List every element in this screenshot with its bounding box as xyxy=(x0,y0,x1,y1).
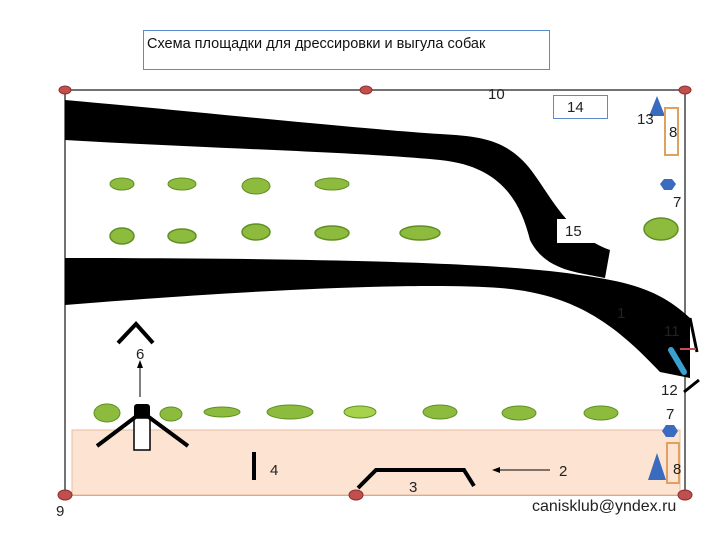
corner-posts xyxy=(57,85,693,501)
label-12: 12 xyxy=(661,382,678,399)
label-15: 15 xyxy=(565,223,582,240)
bush xyxy=(501,405,537,421)
label-7-bottom: 7 xyxy=(666,406,675,423)
bush xyxy=(241,223,271,241)
hurdle-5-box xyxy=(133,417,151,451)
post xyxy=(348,489,364,501)
label-8-top: 8 xyxy=(669,124,678,141)
upper-path xyxy=(65,100,610,278)
bush xyxy=(109,227,135,245)
post xyxy=(359,85,373,95)
cone-icon xyxy=(648,453,666,480)
bush xyxy=(643,217,679,241)
cone-icon xyxy=(649,96,665,116)
bush xyxy=(167,177,197,191)
bush xyxy=(109,177,135,191)
tunnel-12 xyxy=(668,347,687,375)
arrow-2-head xyxy=(492,467,500,473)
bench-3 xyxy=(356,468,476,490)
label-1: 1 xyxy=(617,305,626,322)
barrier-12 xyxy=(683,378,700,394)
a-frame-6 xyxy=(116,321,155,345)
hurdle-5-legs xyxy=(95,409,190,448)
post xyxy=(58,85,72,95)
label-9: 9 xyxy=(56,503,65,520)
hexagon-icon xyxy=(660,179,676,190)
label-11: 11 xyxy=(664,323,680,340)
hexagon-icon xyxy=(662,425,678,437)
label-3: 3 xyxy=(409,479,418,496)
bush xyxy=(314,225,350,241)
bush xyxy=(159,406,183,422)
barrier-11 xyxy=(688,317,699,353)
post xyxy=(677,489,693,501)
lower-path xyxy=(65,258,690,378)
arrow-head xyxy=(137,360,143,368)
diagram-title: Схема площадки для дрессировки и выгула … xyxy=(147,36,486,52)
frame-8-bottom xyxy=(666,442,680,484)
bush xyxy=(343,405,377,419)
bush xyxy=(314,177,350,191)
bush xyxy=(422,404,458,420)
label-2: 2 xyxy=(559,463,568,480)
bush-row-1 xyxy=(109,177,350,195)
contact-email: canisklub@yndex.ru xyxy=(532,498,677,515)
label-6: 6 xyxy=(136,346,145,363)
label-15-box xyxy=(557,219,595,243)
bush-row-3 xyxy=(93,403,619,423)
label-14-box xyxy=(553,95,608,119)
label-14: 14 xyxy=(567,99,584,116)
bush-row-2 xyxy=(109,217,679,245)
bush xyxy=(93,403,121,423)
post xyxy=(678,85,692,95)
label-10: 10 xyxy=(488,86,505,103)
sand-area xyxy=(71,429,681,496)
bush xyxy=(203,406,241,418)
bush xyxy=(583,405,619,421)
bush xyxy=(266,404,314,420)
frame-8-top xyxy=(664,107,679,156)
label-8-bottom: 8 xyxy=(673,461,682,478)
bush xyxy=(399,225,441,241)
label-4: 4 xyxy=(270,462,279,479)
title-box xyxy=(143,30,550,70)
label-13: 13 xyxy=(637,111,654,128)
bush xyxy=(241,177,271,195)
bush xyxy=(167,228,197,244)
post xyxy=(57,489,73,501)
label-7-top: 7 xyxy=(673,194,682,211)
